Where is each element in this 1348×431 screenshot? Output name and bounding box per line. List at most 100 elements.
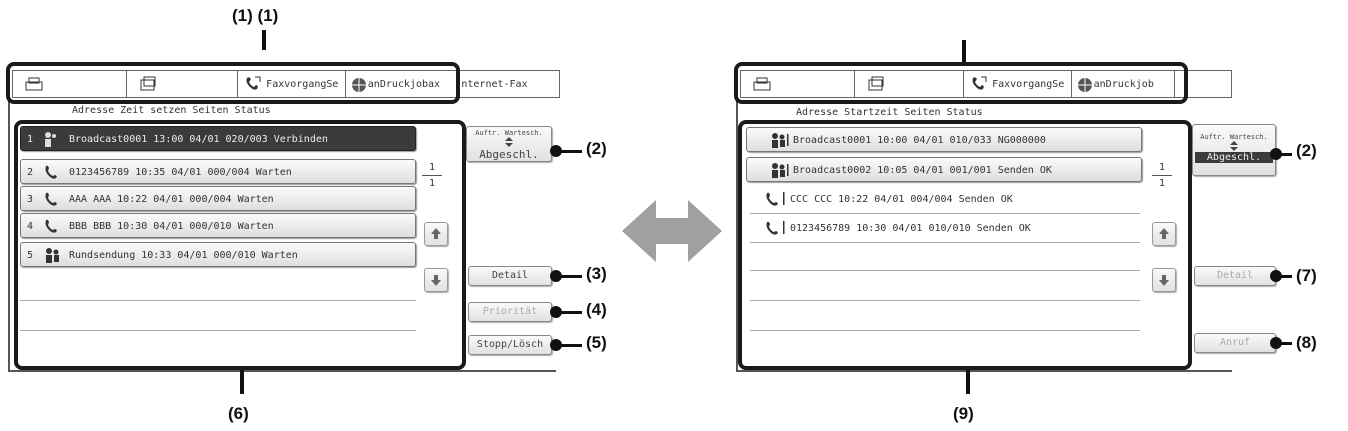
- total-pages: 1: [428, 178, 436, 189]
- page-divider: [1152, 175, 1172, 176]
- up-down-icon: [1230, 141, 1238, 151]
- row-text: Broadcast0001 13:00 04/01 020/003 Verbin…: [69, 134, 328, 145]
- callout-3-leader: [556, 275, 582, 278]
- row-text: Broadcast0001 10:00 04/01 010/033 NG0000…: [793, 135, 1046, 146]
- row-number: 1: [27, 134, 34, 145]
- row-text: Rundsendung 10:33 04/01 000/010 Warten: [69, 250, 298, 261]
- right-scroll-down-button[interactable]: [1152, 268, 1176, 292]
- callout-2-leader: [556, 150, 582, 153]
- arrow-down-icon: [1159, 275, 1169, 286]
- right-empty-row-3: [750, 330, 1140, 331]
- left-row-2[interactable]: 2 0123456789 10:35 04/01 000/004 Warten: [20, 159, 416, 184]
- right-list-highlight: [738, 120, 1192, 370]
- row-text: Broadcast0002 10:05 04/01 001/001 Senden…: [793, 165, 1052, 176]
- broadcast-icon: [45, 132, 56, 147]
- toggle-bottom-label: Abgeschl.: [479, 148, 539, 161]
- callout-4: (4): [586, 300, 607, 319]
- left-empty-row-1: [20, 300, 416, 301]
- left-row-1[interactable]: 1 Broadcast0001 13:00 04/01 020/003 Verb…: [20, 126, 416, 151]
- row-number: 2: [27, 167, 34, 178]
- left-toggle-button[interactable]: Auftr. Wartesch. Abgeschl.: [466, 126, 552, 162]
- tab-scan[interactable]: [854, 71, 965, 97]
- row-text: BBB BBB 10:30 04/01 000/010 Warten: [69, 221, 274, 232]
- toggle-top-label: Auftr. Wartesch.: [1200, 133, 1268, 141]
- right-empty-row-2: [750, 300, 1140, 301]
- row-text: AAA AAA 10:22 04/01 000/004 Warten: [69, 194, 274, 205]
- callout-8: (8): [1296, 333, 1317, 352]
- globe-icon: [1077, 78, 1092, 92]
- left-scroll-up-button[interactable]: [424, 222, 448, 246]
- toggle-bottom-label: Abgeschl.: [1195, 152, 1273, 163]
- right-callout-2-leader: [1276, 153, 1292, 156]
- tab-fax[interactable]: FaxvorgangSe: [964, 71, 1072, 97]
- callout-2: (2): [586, 139, 607, 158]
- tab-print[interactable]: [13, 71, 127, 97]
- left-column-header: Adresse Zeit setzen Seiten Status: [72, 105, 271, 116]
- tab-job-label: anDruckjobax: [367, 79, 441, 90]
- callout-1: (1) (1): [232, 6, 279, 25]
- right-scroll-up-button[interactable]: [1152, 222, 1176, 246]
- left-row-5[interactable]: 5 Rundsendung 10:33 04/01 000/010 Warten: [20, 242, 416, 267]
- tab-scan[interactable]: [126, 71, 239, 97]
- tab-print[interactable]: [741, 71, 855, 97]
- right-detail-button[interactable]: Detail: [1194, 266, 1276, 286]
- callout-3: (3): [586, 264, 607, 283]
- total-pages: 1: [1158, 178, 1166, 189]
- left-empty-row-2: [20, 330, 416, 331]
- left-detail-button[interactable]: Detail: [468, 266, 552, 286]
- right-row-separator: [750, 213, 1140, 214]
- callout-5: (5): [586, 333, 607, 352]
- right-callout-2: (2): [1296, 141, 1317, 160]
- callout-6: (6): [228, 404, 249, 423]
- page-divider: [422, 175, 442, 176]
- printer-icon: [25, 77, 43, 91]
- row-number: 5: [27, 250, 34, 261]
- row-text: 0123456789 10:30 04/01 010/010 Senden OK: [790, 223, 1031, 234]
- callout-8-leader: [1276, 342, 1292, 345]
- arrow-up-icon: [431, 228, 441, 239]
- right-row-1[interactable]: Broadcast0001 10:00 04/01 010/033 NG0000…: [746, 127, 1142, 152]
- right-call-button[interactable]: Anruf: [1194, 333, 1276, 353]
- fax-phone-icon: [246, 76, 261, 90]
- printer-icon: [753, 77, 771, 91]
- right-row-4[interactable]: 0123456789 10:30 04/01 010/010 Senden OK: [746, 216, 1142, 241]
- callout-4-leader: [556, 311, 582, 314]
- row-text: CCC CCC 10:22 04/01 004/004 Senden OK: [790, 194, 1013, 205]
- callout-5-leader: [556, 344, 582, 347]
- current-page: 1: [1158, 162, 1166, 173]
- left-row-3[interactable]: 3 AAA AAA 10:22 04/01 000/004 Warten: [20, 186, 416, 211]
- left-priority-button[interactable]: Priorität: [468, 302, 552, 322]
- left-tabs-highlight: [6, 62, 460, 104]
- right-tab-bar: FaxvorgangSe anDruckjob: [740, 70, 1232, 98]
- callout-6-leader: [240, 370, 244, 394]
- left-page-indicator: 1 1: [422, 162, 442, 189]
- tab-fax-label: FaxvorgangSe: [266, 79, 339, 90]
- tab-internet-fax-job[interactable]: anDruckjob: [1071, 71, 1176, 97]
- left-scroll-down-button[interactable]: [424, 268, 448, 292]
- right-column-header: Adresse Startzeit Seiten Status: [796, 107, 983, 118]
- callout-1-leader: [262, 30, 266, 50]
- tab-job-label: anDruckjob: [1093, 79, 1154, 90]
- arrow-up-icon: [1159, 228, 1169, 239]
- tab-internet-fax-label: nternet-Fax: [461, 79, 528, 90]
- left-tab-bar: FaxvorgangSe anDruckjobax nternet-Fax: [12, 70, 560, 98]
- phone-icon: [45, 219, 57, 233]
- left-stop-button[interactable]: Stopp/Lösch: [468, 335, 552, 355]
- double-arrow-icon: [622, 200, 722, 262]
- left-row-4[interactable]: 4 BBB BBB 10:30 04/01 000/010 Warten: [20, 213, 416, 238]
- group-icon: [46, 248, 59, 263]
- callout-9: (9): [953, 404, 974, 423]
- phone-icon: [45, 165, 57, 179]
- phone-icon: [45, 192, 57, 206]
- tab-fax[interactable]: FaxvorgangSe: [238, 71, 346, 97]
- right-toggle-button[interactable]: Auftr. Wartesch. Abgeschl.: [1192, 124, 1276, 176]
- right-tabs-highlight: [734, 62, 1188, 104]
- callout-7: (7): [1296, 266, 1317, 285]
- tab-internet-fax[interactable]: nternet-Fax: [457, 71, 559, 97]
- left-list-highlight: [14, 120, 466, 370]
- phone-icon: [766, 192, 785, 206]
- right-row-2[interactable]: Broadcast0002 10:05 04/01 001/001 Senden…: [746, 157, 1142, 182]
- row-text: 0123456789 10:35 04/01 000/004 Warten: [69, 167, 292, 178]
- right-row-3[interactable]: CCC CCC 10:22 04/01 004/004 Senden OK: [746, 187, 1142, 212]
- right-empty-row-0: [750, 242, 1140, 243]
